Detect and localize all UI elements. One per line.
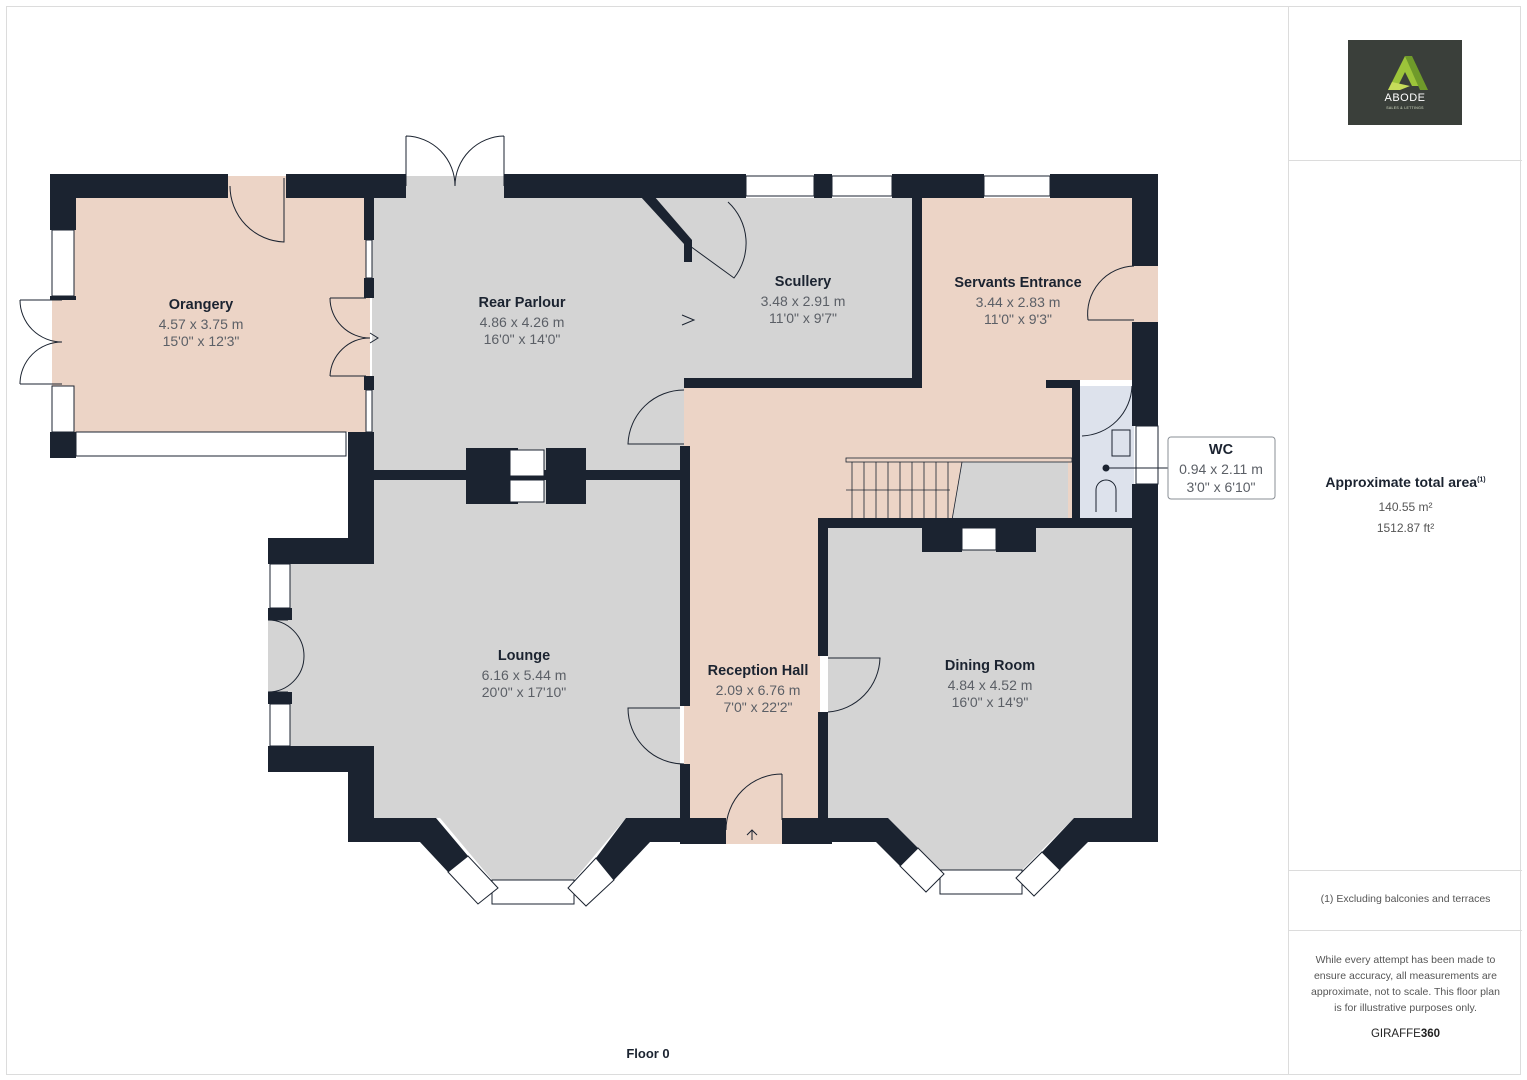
info-sidebar: ABODE SALES & LETTINGS Approximate total… [1288, 6, 1522, 1075]
svg-text:3.44 x 2.83 m: 3.44 x 2.83 m [976, 294, 1061, 310]
svg-text:16'0" x 14'0": 16'0" x 14'0" [484, 331, 561, 347]
svg-text:Scullery: Scullery [775, 274, 831, 290]
area-section: Approximate total area(1) 140.55 m² 1512… [1289, 160, 1522, 871]
servants-entrance-floor [684, 198, 1134, 820]
wc-floor [1080, 386, 1134, 520]
svg-text:20'0" x 17'10": 20'0" x 17'10" [482, 684, 567, 700]
svg-text:Servants Entrance: Servants Entrance [954, 275, 1081, 291]
svg-text:2.09 x 6.76 m: 2.09 x 6.76 m [716, 682, 801, 698]
abode-logo: ABODE SALES & LETTINGS [1348, 40, 1462, 125]
footnote-section: (1) Excluding balconies and terraces [1289, 870, 1522, 931]
dining-room-floor [828, 528, 1132, 870]
svg-text:Reception Hall: Reception Hall [708, 663, 809, 679]
svg-text:Rear Parlour: Rear Parlour [478, 295, 565, 311]
room-label-scullery[interactable]: Scullery 3.48 x 2.91 m 11'0" x 9'7" [761, 274, 846, 326]
svg-text:4.84 x 4.52 m: 4.84 x 4.52 m [948, 677, 1033, 693]
logo-tagline: SALES & LETTINGS [1386, 106, 1424, 110]
area-metric: 140.55 m² [1378, 500, 1433, 514]
floor-plan-drawing: Orangery 4.57 x 3.75 m 15'0" x 12'3" Rea… [19, 135, 1276, 907]
svg-text:Lounge: Lounge [498, 648, 550, 664]
svg-text:0.94 x 2.11 m: 0.94 x 2.11 m [1179, 461, 1263, 477]
svg-text:WC: WC [1209, 442, 1234, 458]
room-label-rear-parlour[interactable]: Rear Parlour 4.86 x 4.26 m 16'0" x 14'0" [478, 295, 565, 347]
orangery-floor [52, 196, 370, 432]
svg-text:16'0" x 14'9": 16'0" x 14'9" [952, 694, 1029, 710]
abode-a-logo-icon [1388, 56, 1428, 90]
wc-fixtures [1095, 429, 1168, 512]
lounge-floor [286, 480, 680, 880]
svg-text:4.86 x 4.26 m: 4.86 x 4.26 m [480, 314, 565, 330]
scullery-floor [654, 198, 914, 380]
svg-text:11'0" x 9'3": 11'0" x 9'3" [984, 311, 1052, 327]
wc-pointer-dot [1102, 464, 1110, 472]
page-frame [6, 6, 1521, 1075]
windows [51, 175, 1159, 907]
under-stairs-area [952, 462, 1068, 518]
svg-text:Orangery: Orangery [169, 297, 233, 313]
svg-text:4.57 x 3.75 m: 4.57 x 3.75 m [159, 316, 244, 332]
floor-label: Floor 0 [626, 1046, 670, 1061]
area-title: Approximate total area(1) [1325, 474, 1486, 490]
room-label-wc[interactable]: WC 0.94 x 2.11 m 3'0" x 6'10" [1167, 436, 1276, 500]
svg-text:3.48 x 2.91 m: 3.48 x 2.91 m [761, 293, 846, 309]
doors [19, 135, 1135, 840]
disclaimer-text: While every attempt has been made to ens… [1311, 954, 1500, 1014]
rear-parlour-floor [372, 196, 684, 472]
room-label-lounge[interactable]: Lounge 6.16 x 5.44 m 20'0" x 17'10" [482, 648, 567, 700]
svg-text:11'0" x 9'7": 11'0" x 9'7" [769, 310, 837, 326]
room-label-reception-hall[interactable]: Reception Hall 2.09 x 6.76 m 7'0" x 22'2… [708, 663, 809, 715]
footnote-text: (1) Excluding balconies and terraces [1320, 893, 1491, 905]
logo-name: ABODE [1384, 92, 1426, 104]
walls [50, 174, 1158, 880]
svg-text:Dining Room: Dining Room [945, 658, 1035, 674]
room-label-servants-entrance[interactable]: Servants Entrance 3.44 x 2.83 m 11'0" x … [954, 275, 1081, 327]
svg-text:3'0" x 6'10": 3'0" x 6'10" [1187, 479, 1256, 495]
svg-text:6.16 x 5.44 m: 6.16 x 5.44 m [482, 667, 567, 683]
room-label-orangery[interactable]: Orangery 4.57 x 3.75 m 15'0" x 12'3" [159, 297, 244, 349]
svg-text:15'0" x 12'3": 15'0" x 12'3" [163, 333, 240, 349]
giraffe360-brand: GIRAFFE360 [1370, 1028, 1441, 1040]
svg-text:7'0" x 22'2": 7'0" x 22'2" [724, 699, 793, 715]
logo-section: ABODE SALES & LETTINGS [1289, 6, 1522, 161]
area-imperial: 1512.87 ft² [1376, 521, 1435, 535]
room-label-dining-room[interactable]: Dining Room 4.84 x 4.52 m 16'0" x 14'9" [945, 658, 1035, 710]
staircase [845, 457, 1073, 521]
